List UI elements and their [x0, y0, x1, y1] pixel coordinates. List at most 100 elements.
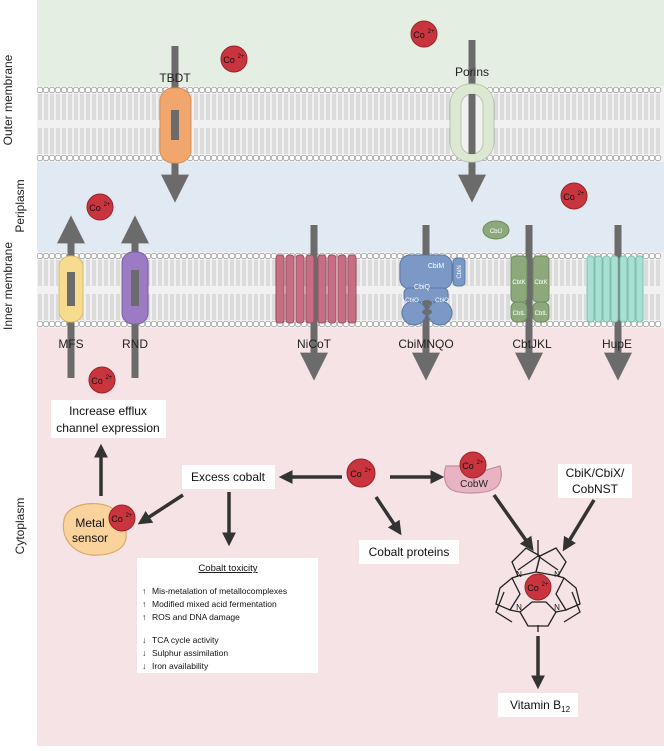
vitamin-b12-base: Vitamin B — [510, 698, 561, 712]
lipid-head — [360, 86, 368, 94]
toxicity-increase-list: ↑ Mis-metalation of metallocomplexes ↑ M… — [142, 586, 287, 622]
lipid-head — [456, 320, 464, 328]
porins-label: Porins — [455, 65, 489, 79]
lipid-tail — [278, 128, 282, 154]
lipid-tail — [212, 294, 216, 320]
lipid-tail — [374, 128, 378, 154]
lipid-head — [198, 320, 206, 328]
lipid-tail — [410, 128, 414, 154]
lipid-tail — [272, 94, 276, 120]
lipid-head — [162, 320, 170, 328]
lipid-head — [102, 252, 110, 260]
lipid-tail — [164, 294, 168, 320]
lipid-tail — [266, 128, 270, 154]
svg-text:2+: 2+ — [126, 513, 133, 519]
lipid-tail — [506, 260, 510, 286]
corrin-n-1: N — [516, 570, 522, 579]
lipid-head — [270, 320, 278, 328]
lipid-head — [540, 154, 548, 162]
lipid-tail — [194, 294, 198, 320]
lipid-tail — [386, 94, 390, 120]
lipid-head — [246, 154, 254, 162]
lipid-tail — [146, 128, 150, 154]
svg-text:2+: 2+ — [477, 460, 484, 466]
lipid-head — [558, 154, 566, 162]
cbtj-subunit — [482, 220, 510, 240]
lipid-tail — [482, 294, 486, 320]
metal-sensor-line1: Metal — [75, 516, 104, 530]
lipid-head — [300, 86, 308, 94]
lipid-head — [114, 252, 122, 260]
lipid-head — [234, 86, 242, 94]
lipid-tail — [308, 94, 312, 120]
lipid-tail — [626, 94, 630, 120]
lipid-tail — [368, 260, 372, 286]
lipid-tail — [620, 128, 624, 154]
lipid-tail — [542, 94, 546, 120]
lipid-head — [642, 320, 650, 328]
lipid-head — [498, 86, 506, 94]
lipid-head — [408, 86, 416, 94]
lipid-head — [414, 154, 422, 162]
lipid-head — [330, 154, 338, 162]
cbio-subunit-label-2: CbiO — [435, 298, 449, 304]
lipid-head — [648, 86, 656, 94]
toxicity-down-arrow-2: ↓ — [142, 648, 146, 658]
lipid-tail — [86, 260, 90, 286]
mfs-label: MFS — [58, 337, 83, 351]
lipid-head — [396, 86, 404, 94]
lipid-tail — [152, 94, 156, 120]
lipid-head — [294, 154, 302, 162]
toxicity-decrease-3: Iron availability — [152, 661, 209, 671]
lipid-head — [258, 252, 266, 260]
lipid-tail — [50, 94, 54, 120]
cbtj-subunit-label: CbtJ — [490, 229, 502, 235]
lipid-tail — [470, 294, 474, 320]
lipid-head — [654, 86, 662, 94]
lipid-head — [366, 252, 374, 260]
svg-text:2+: 2+ — [428, 29, 435, 35]
lipid-head — [186, 86, 194, 94]
lipid-head — [252, 320, 260, 328]
lipid-head — [438, 86, 446, 94]
lipid-head — [120, 86, 128, 94]
lipid-head — [504, 252, 512, 260]
lipid-head — [546, 86, 554, 94]
lipid-head — [102, 320, 110, 328]
lipid-tail — [362, 128, 366, 154]
lipid-tail — [128, 128, 132, 154]
lipid-head — [462, 252, 470, 260]
lipid-head — [384, 252, 392, 260]
lipid-tail — [266, 294, 270, 320]
hupe-protein — [586, 255, 644, 323]
lipid-head — [234, 252, 242, 260]
lipid-head — [366, 86, 374, 94]
lipid-tail — [572, 128, 576, 154]
lipid-tail — [74, 94, 78, 120]
lipid-tail — [494, 128, 498, 154]
lipid-tail — [290, 128, 294, 154]
lipid-head — [234, 154, 242, 162]
lipid-tail — [92, 94, 96, 120]
cbik-line1: CbiK/CbiX/ — [566, 466, 625, 480]
lipid-head — [120, 320, 128, 328]
lipid-tail — [212, 94, 216, 120]
lipid-head — [480, 320, 488, 328]
lipid-head — [180, 252, 188, 260]
lipid-head — [360, 252, 368, 260]
lipid-head — [360, 154, 368, 162]
lipid-tail — [380, 94, 384, 120]
lipid-head — [276, 154, 284, 162]
lipid-tail — [212, 260, 216, 286]
lipid-head — [222, 154, 230, 162]
lipid-tail — [98, 128, 102, 154]
lipid-head — [384, 86, 392, 94]
lipid-head — [324, 154, 332, 162]
mfs-channel — [67, 272, 75, 306]
lipid-tail — [86, 94, 90, 120]
lipid-tail — [608, 94, 612, 120]
lipid-head — [60, 154, 68, 162]
svg-text:2+: 2+ — [578, 191, 585, 197]
lipid-head — [498, 252, 506, 260]
cbtjkl-protein — [510, 255, 550, 323]
